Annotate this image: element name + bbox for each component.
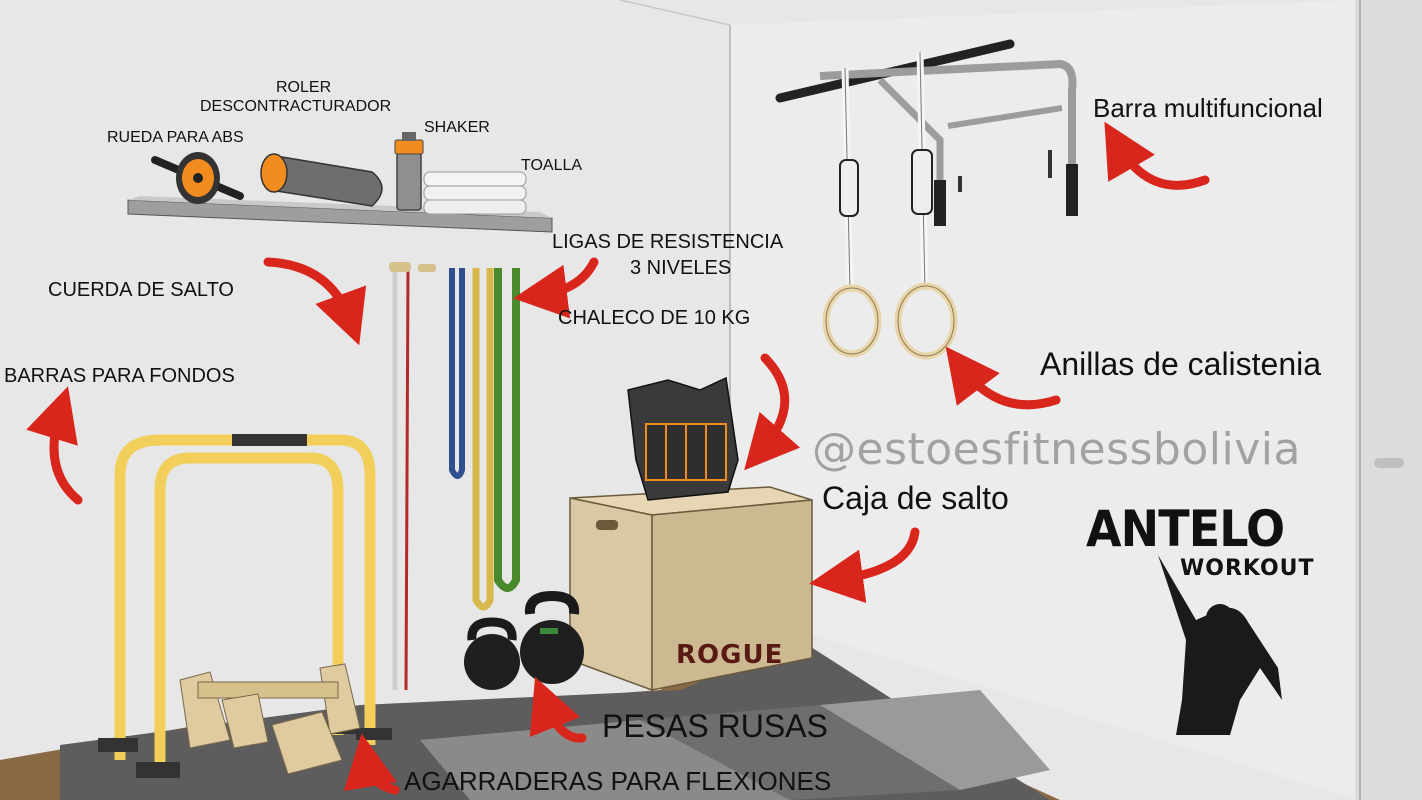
weighted-vest-icon (627, 376, 739, 501)
arrow-pullup-bar (1104, 121, 1210, 190)
label-rings: Anillas de calistenia (1040, 346, 1322, 382)
kettlebells-icon (464, 590, 584, 690)
annotation-arrows (26, 121, 1210, 795)
pushup-handles-icon (179, 663, 361, 775)
label-roller-line1: ROLER (276, 79, 332, 96)
label-pushup-handles: AGARRADERAS PARA FLEXIONES (404, 766, 832, 796)
label-dip-bars: BARRAS PARA FONDOS (4, 365, 235, 387)
pullup-bar-icon (775, 39, 1078, 226)
label-kettlebells: PESAS RUSAS (602, 708, 828, 744)
arrow-kettlebells (529, 676, 587, 743)
arrow-vest (744, 353, 801, 471)
label-pullup-bar: Barra multifuncional (1093, 93, 1323, 123)
gymnastic-rings-icon (822, 51, 958, 360)
label-bands-line2: 3 NIVELES (630, 257, 732, 279)
label-ab-wheel: RUEDA PARA ABS (107, 129, 244, 146)
arrow-rings (945, 346, 1061, 410)
shaker-icon (394, 132, 424, 211)
label-towel: TOALLA (521, 157, 583, 174)
arrow-pushup-handles (343, 733, 400, 795)
arrow-box (809, 527, 920, 604)
foam-roller-icon (260, 153, 383, 207)
label-bands-line1: LIGAS DE RESISTENCIA (552, 231, 784, 253)
logo-main-text: ANTELO (1086, 500, 1285, 558)
jump-rope-icon (389, 262, 411, 691)
towel-icon (423, 171, 527, 215)
watermark: @estoesfitnessbolivia (812, 424, 1301, 475)
plyo-box-icon (569, 486, 813, 692)
label-shaker: SHAKER (424, 119, 490, 136)
dip-bars-icon (98, 434, 392, 778)
arrow-dip-bars (26, 386, 83, 505)
arrow-bands (513, 257, 599, 319)
label-box: Caja de salto (822, 480, 1009, 516)
athlete-silhouette-icon (1158, 555, 1282, 735)
box-brand: ROGUE (676, 640, 784, 670)
logo-sub-text: WORKOUT (1180, 556, 1315, 581)
label-roller-line2: DESCONTRACTURADOR (200, 98, 392, 115)
ab-wheel-icon (151, 152, 244, 204)
label-vest: CHALECO DE 10 KG (558, 307, 751, 329)
label-jump-rope: CUERDA DE SALTO (48, 279, 234, 301)
resistance-bands-icon (418, 264, 520, 611)
arrow-jump-rope (263, 257, 367, 346)
